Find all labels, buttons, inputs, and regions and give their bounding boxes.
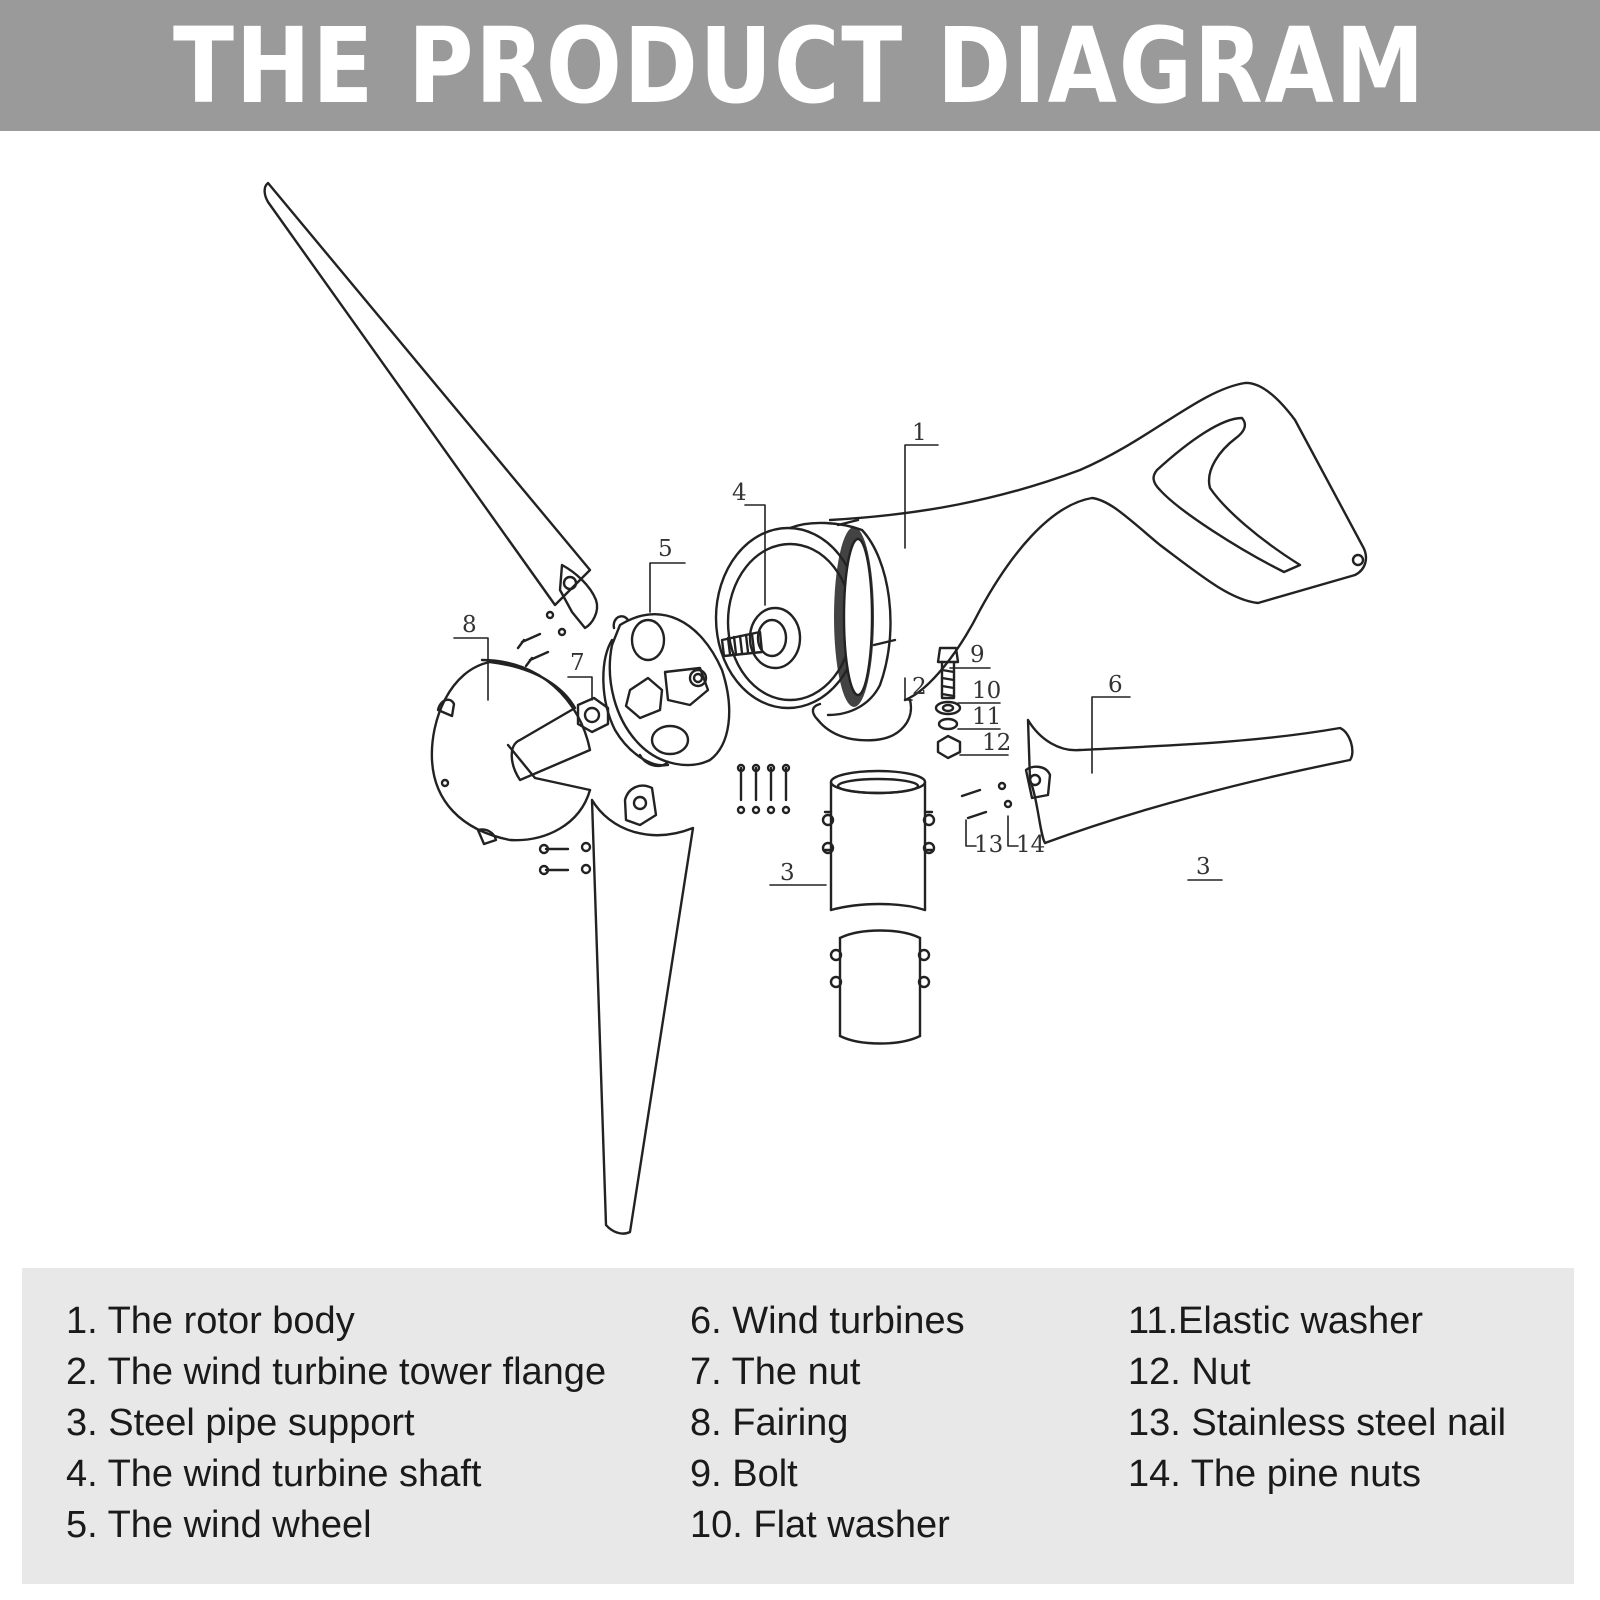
rotor-body (828, 381, 1368, 702)
callout-13: 13 (974, 832, 1003, 858)
callout-2: 2 (912, 674, 927, 700)
callout-numbers: 1 2 3 3 4 5 6 7 8 9 10 11 12 13 14 (462, 420, 1211, 886)
legend-column-2: 6. Wind turbines 7. The nut 8. Fairing 9… (690, 1296, 965, 1551)
callout-14: 14 (1016, 832, 1045, 858)
callout-1: 1 (912, 420, 927, 446)
bolt-and-washers (934, 646, 962, 760)
screws-set-upper-left (516, 610, 567, 668)
legend-item: 14. The pine nuts (1128, 1453, 1421, 1495)
callout-6: 6 (1108, 672, 1123, 698)
legend-item: 6. Wind turbines (690, 1300, 965, 1342)
wind-wheel-hub (602, 613, 731, 768)
callout-3-right: 3 (1196, 854, 1211, 880)
callout-11: 11 (972, 704, 1001, 730)
fairing (430, 658, 592, 846)
steel-pipe-lower (829, 929, 931, 1045)
legend-item: 10. Flat washer (690, 1504, 950, 1546)
screws-set-right (960, 781, 1013, 820)
leader-lines (453, 444, 1223, 886)
legend-item: 8. Fairing (690, 1402, 849, 1444)
legend-item: 11.Elastic washer (1128, 1300, 1423, 1342)
parts-legend: 1. The rotor body 2. The wind turbine to… (22, 1268, 1574, 1584)
legend-item: 12. Nut (1128, 1351, 1251, 1393)
callout-7: 7 (570, 650, 585, 676)
title-bar: THE PRODUCT DIAGRAM (0, 0, 1600, 131)
blade-upper (263, 181, 599, 630)
callout-3-left: 3 (780, 860, 795, 886)
legend-item: 5. The wind wheel (66, 1504, 372, 1546)
callout-12: 12 (982, 730, 1011, 756)
callout-8: 8 (462, 612, 477, 638)
tower-flange (811, 698, 913, 742)
legend-item: 7. The nut (690, 1351, 861, 1393)
legend-item: 4. The wind turbine shaft (66, 1453, 482, 1495)
generator-shaft (714, 518, 897, 717)
callout-9: 9 (970, 642, 985, 668)
legend-item: 9. Bolt (690, 1453, 798, 1495)
blade-right (1024, 718, 1354, 845)
steel-pipe-upper (821, 769, 936, 912)
exploded-view-drawing: 1 2 3 3 4 5 6 7 8 9 10 11 12 13 14 (263, 181, 1368, 1235)
legend-column-1: 1. The rotor body 2. The wind turbine to… (66, 1296, 606, 1551)
legend-item: 13. Stainless steel nail (1128, 1402, 1507, 1444)
callout-10: 10 (972, 678, 1001, 704)
callout-4: 4 (732, 480, 747, 506)
legend-item: 2. The wind turbine tower flange (66, 1351, 607, 1393)
callout-5: 5 (658, 536, 673, 562)
screws-set-lower-left (538, 841, 592, 876)
legend-item: 1. The rotor body (66, 1300, 355, 1342)
page-title: THE PRODUCT DIAGRAM (173, 4, 1427, 127)
screws-set-middle (736, 763, 791, 815)
legend-item: 3. Steel pipe support (66, 1402, 415, 1444)
legend-column-3: 11.Elastic washer 12. Nut 13. Stainless … (1128, 1296, 1506, 1500)
nut-7 (576, 696, 610, 734)
blade-lower (590, 784, 695, 1235)
